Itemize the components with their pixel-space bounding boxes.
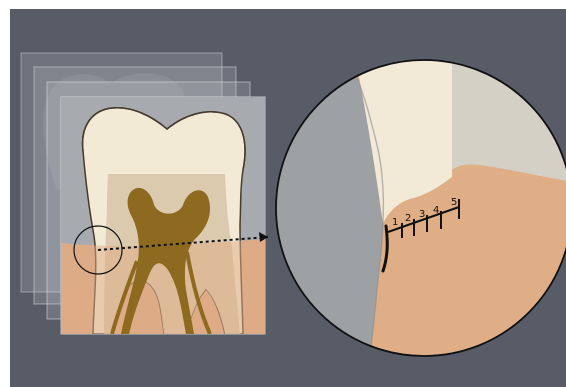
scale-label-5: 5: [451, 197, 457, 208]
front-tooth: [61, 97, 265, 334]
scale-label-3: 3: [419, 209, 425, 220]
scale-label-1: 1: [392, 217, 398, 228]
magnified-dentin-area: [452, 60, 566, 182]
scale-label-4: 4: [433, 205, 439, 216]
scale-label-2: 2: [405, 213, 411, 224]
